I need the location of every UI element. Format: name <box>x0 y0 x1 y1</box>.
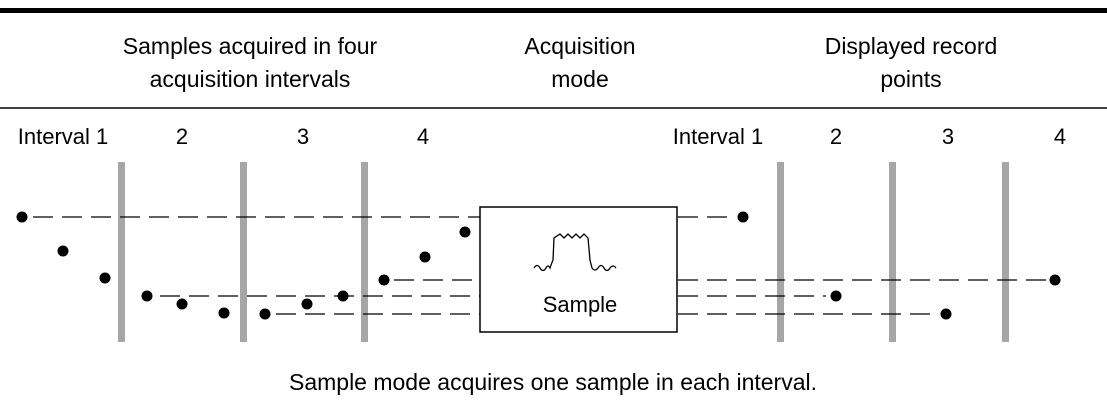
left-interval-1-label: Interval 1 <box>18 124 109 149</box>
displayed-header-line2: points <box>880 66 941 92</box>
right-separator-2 <box>889 162 896 342</box>
displayed-header-line1: Displayed record <box>825 33 998 59</box>
right-interval-2-label: 2 <box>830 124 842 149</box>
left-separator-2 <box>240 162 247 342</box>
sample-point <box>99 272 111 284</box>
left-interval-2-label: 2 <box>176 124 188 149</box>
sample-point <box>259 308 271 320</box>
sample-mode-box <box>479 206 678 333</box>
right-interval-3-label: 3 <box>942 124 954 149</box>
sample-point <box>141 290 153 302</box>
left-interval-4-label: 4 <box>417 124 429 149</box>
box-label: Sample <box>543 292 618 317</box>
left-interval-3-label: 3 <box>297 124 309 149</box>
right-separator-3 <box>1002 162 1009 342</box>
sample-point <box>378 274 390 286</box>
caption: Sample mode acquires one sample in each … <box>289 369 817 395</box>
displayed-record-points <box>737 211 1061 320</box>
sample-point <box>16 211 28 223</box>
samples-header-line2: acquisition intervals <box>150 66 351 92</box>
top-thick-rule <box>0 8 1107 13</box>
sample-point <box>218 307 230 319</box>
left-separator-3 <box>361 162 368 342</box>
mode-header-line1: Acquisition <box>524 33 635 59</box>
acquired-samples <box>16 211 471 320</box>
right-interval-4-label: 4 <box>1054 124 1066 149</box>
sample-point <box>301 298 313 310</box>
sample-point <box>419 251 431 263</box>
waveform-icon <box>533 233 617 272</box>
sample-point <box>57 245 69 257</box>
samples-header-line1: Samples acquired in four <box>123 33 378 59</box>
mode-header-line2: mode <box>551 66 609 92</box>
left-separator-1 <box>118 162 125 342</box>
sample-point <box>459 226 471 238</box>
record-point <box>1049 274 1061 286</box>
record-point <box>940 308 952 320</box>
right-interval-1-label: Interval 1 <box>673 124 764 149</box>
sample-point <box>337 290 349 302</box>
record-point <box>830 290 842 302</box>
record-point <box>737 211 749 223</box>
right-separator-1 <box>777 162 784 342</box>
sample-point <box>176 298 188 310</box>
